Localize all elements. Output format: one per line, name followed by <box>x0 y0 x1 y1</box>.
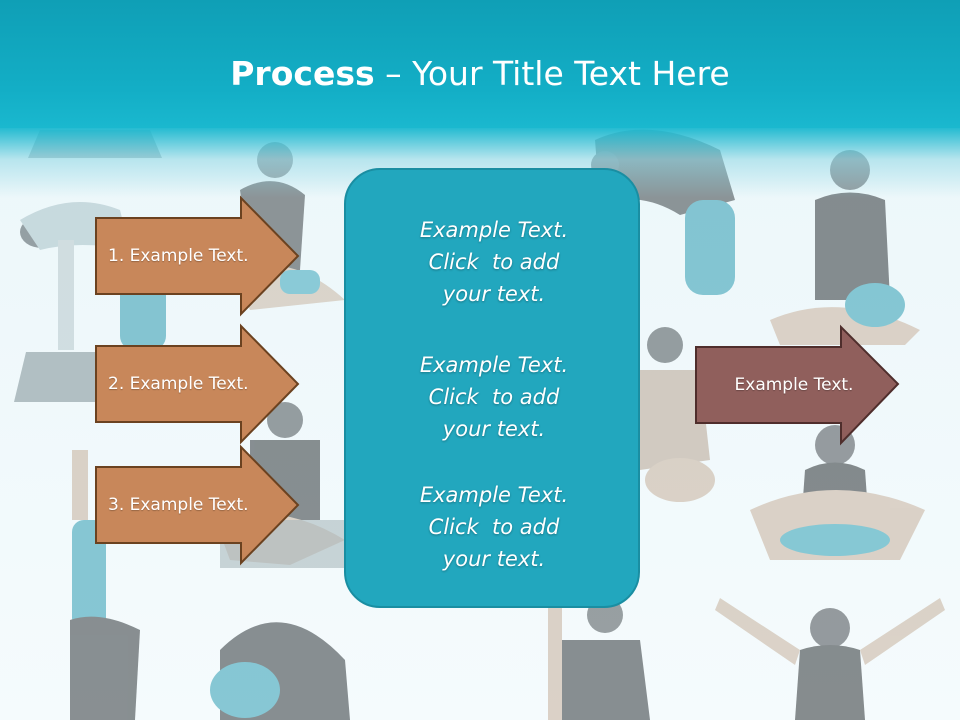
result-label: Example Text. <box>734 375 854 395</box>
arrow-right-icon <box>95 195 300 317</box>
center-text-line: Example Text. <box>419 483 569 507</box>
center-text-box[interactable]: Example Text. Click to add your text. Ex… <box>344 168 640 608</box>
center-text-line: Example Text. <box>419 218 569 242</box>
center-text-line: your text. <box>442 417 546 441</box>
step-label-3: 3. Example Text. <box>108 495 249 515</box>
center-text-line: Click to add <box>428 515 560 539</box>
step-label-1: 1. Example Text. <box>108 246 249 266</box>
step-label-2: 2. Example Text. <box>108 374 249 394</box>
result-arrow[interactable]: Example Text. <box>695 324 900 446</box>
step-arrow-2[interactable]: 2. Example Text. <box>95 323 300 445</box>
step-arrow-1[interactable]: 1. Example Text. <box>95 195 300 317</box>
arrow-right-icon <box>95 323 300 445</box>
title-bar <box>0 0 960 128</box>
slide-title-rest: – Your Title Text Here <box>374 54 730 93</box>
center-text-line: Click to add <box>428 250 560 274</box>
center-text-line: your text. <box>442 282 546 306</box>
slide-title[interactable]: Process – Your Title Text Here <box>0 52 960 96</box>
center-text-block-2[interactable]: Example Text. Click to add your text. <box>346 349 642 445</box>
arrow-right-icon <box>695 324 900 446</box>
center-text-line: Example Text. <box>419 353 569 377</box>
center-text-line: your text. <box>442 547 546 571</box>
center-text-block-1[interactable]: Example Text. Click to add your text. <box>346 214 642 310</box>
step-arrow-3[interactable]: 3. Example Text. <box>95 444 300 566</box>
center-text-block-3[interactable]: Example Text. Click to add your text. <box>346 479 642 575</box>
arrow-right-icon <box>95 444 300 566</box>
slide-title-bold: Process <box>230 54 375 93</box>
center-text-line: Click to add <box>428 385 560 409</box>
